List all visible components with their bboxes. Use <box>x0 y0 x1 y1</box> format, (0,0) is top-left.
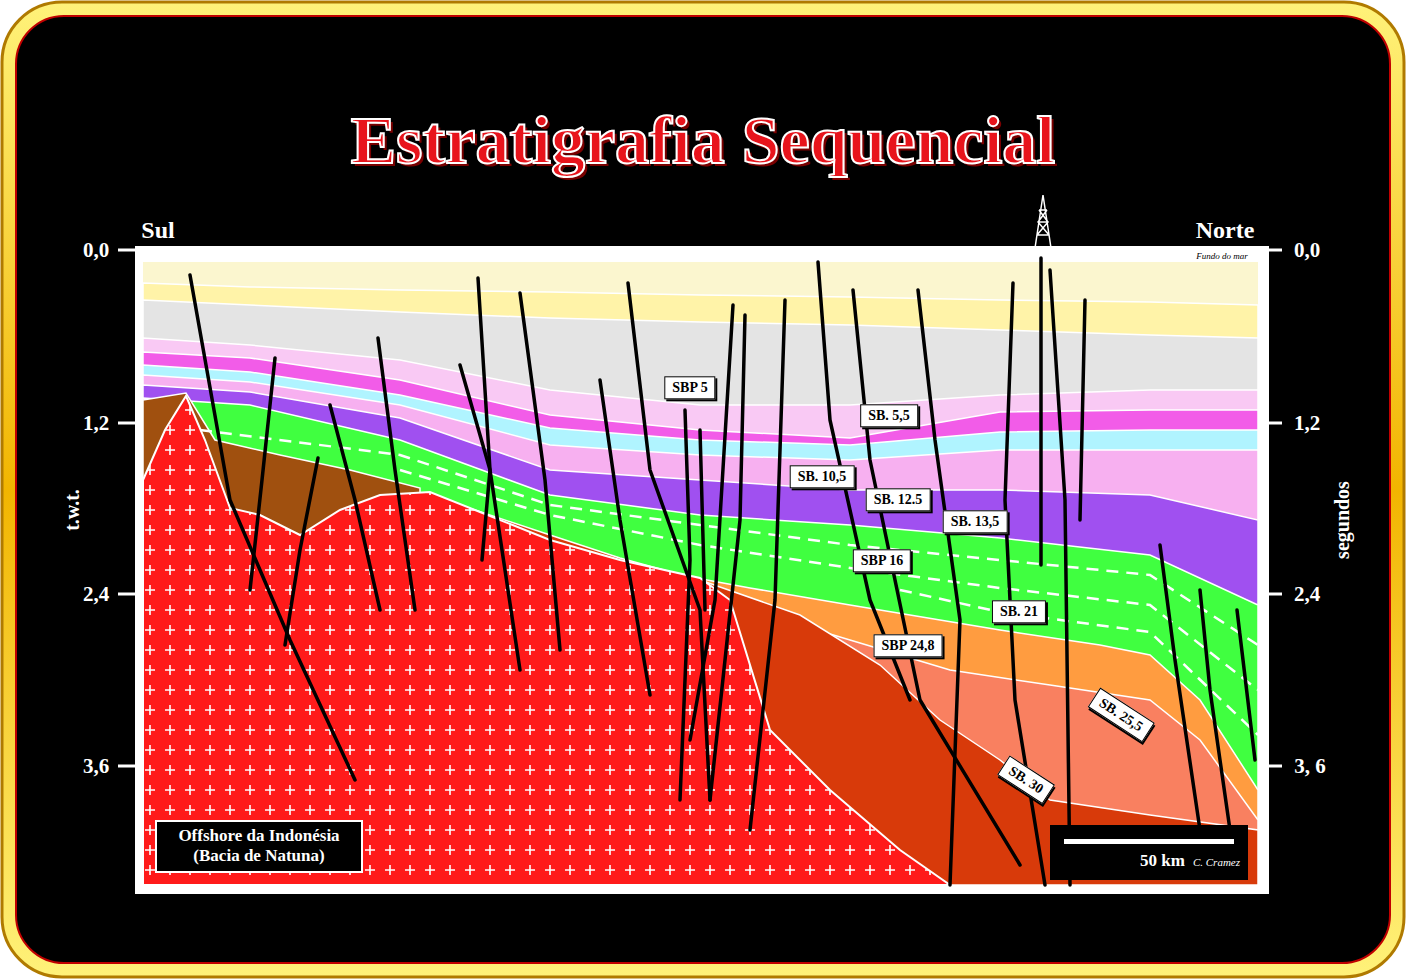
box-text: SB. 13,5 <box>951 514 1000 529</box>
axis-value: 1,2 <box>1294 413 1320 434</box>
box-text: SB. 12.5 <box>874 492 923 507</box>
box-text: 50 km <box>1140 851 1185 870</box>
sequence-boundary-label: SB. 13,5 <box>943 510 1008 533</box>
axis-value: 2,4 <box>83 584 109 605</box>
axis-value: 3,6 <box>83 756 109 777</box>
direction-label: Norte <box>1196 218 1255 242</box>
sequence-boundary-label: SB. 21 <box>992 600 1046 623</box>
axis-value: 0,0 <box>83 240 109 261</box>
box-text: SBP 24,8 <box>882 638 935 653</box>
box-text: SB. 10,5 <box>798 469 847 484</box>
axis-value: 3, 6 <box>1294 756 1326 777</box>
box-text: SB. 21 <box>1000 604 1038 619</box>
axis-title: t.w.t. <box>62 489 82 531</box>
sequence-boundary-label: SBP 16 <box>853 549 911 572</box>
box-text: SBP 5 <box>672 380 707 395</box>
axis-value: 1,2 <box>83 413 109 434</box>
scale-bar <box>1064 839 1234 844</box>
scale-bar-box: 50 km C. Cramez <box>1050 825 1248 880</box>
box-text: SB. 5,5 <box>868 408 910 423</box>
direction-label: Sul <box>141 218 174 242</box>
box-text: SBP 16 <box>861 553 903 568</box>
sequence-boundary-label: SB. 10,5 <box>790 465 855 488</box>
basin-name-box: Offshore da Indonésia (Bacia de Natuna) <box>155 820 363 873</box>
box-text: Offshore da Indonésia (Bacia de Natuna) <box>178 826 339 865</box>
author-credit: C. Cramez <box>1193 856 1240 868</box>
seafloor-note: Fundo do mar <box>1196 252 1248 261</box>
axis-title: segundos <box>1332 481 1352 559</box>
sequence-boundary-label: SB. 5,5 <box>860 404 918 427</box>
sequence-boundary-label: SBP 24,8 <box>874 634 943 657</box>
sequence-boundary-label: SB. 12.5 <box>866 488 931 511</box>
axis-value: 2,4 <box>1294 584 1320 605</box>
sequence-boundary-label: SBP 5 <box>664 376 715 399</box>
diagram-title: Estratigrafia Sequencial <box>351 106 1056 174</box>
axis-value: 0,0 <box>1294 240 1320 261</box>
